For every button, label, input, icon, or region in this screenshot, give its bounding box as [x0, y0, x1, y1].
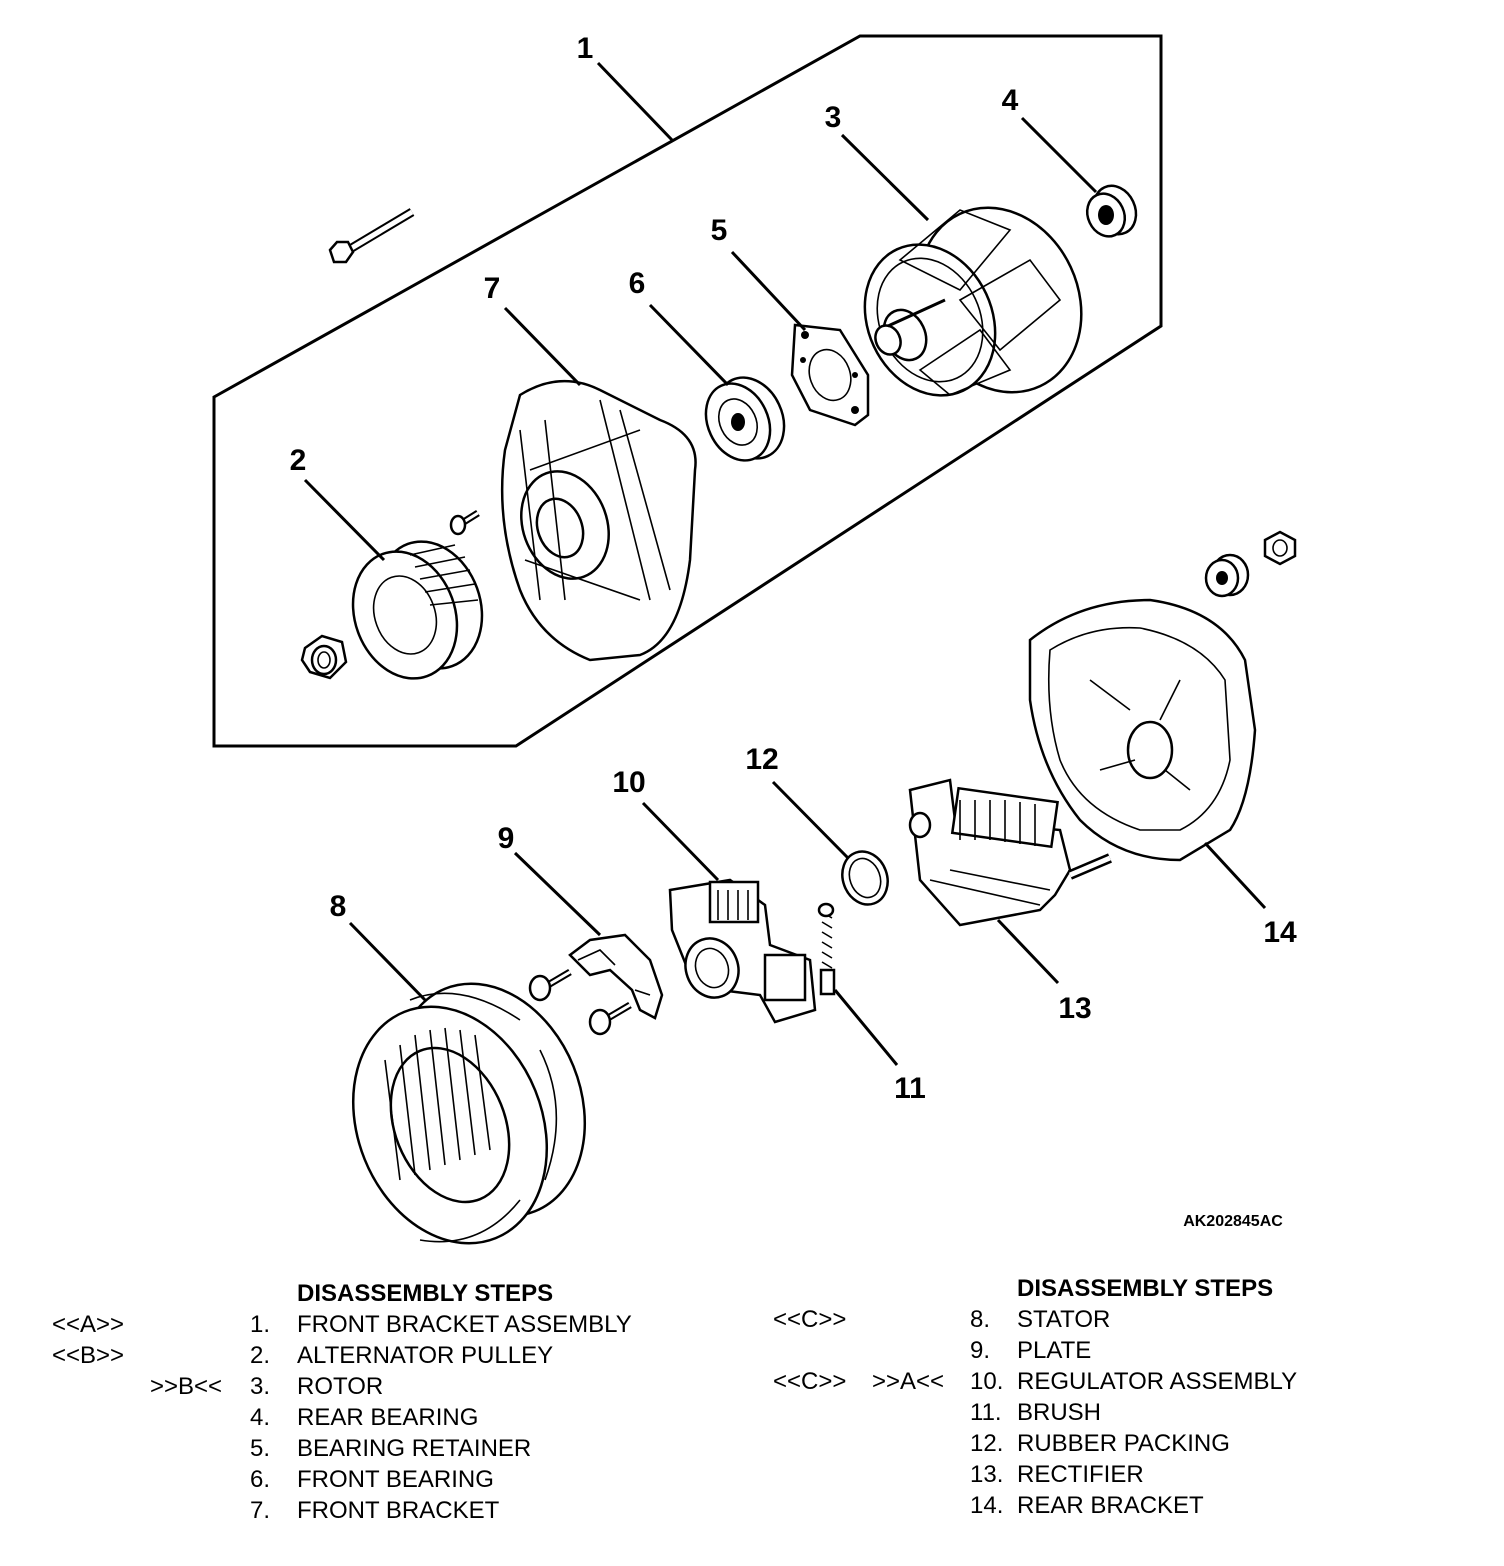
- rear-bracket-bushing: [1204, 553, 1250, 598]
- step-row: <<B>> 2. ALTERNATOR PULLEY: [0, 1342, 1504, 1373]
- callout-2: 2: [290, 444, 307, 477]
- plate-screw-upper: [528, 968, 572, 1002]
- plate-screw-lower: [588, 1001, 632, 1036]
- callout-5: 5: [711, 214, 728, 247]
- pulley-nut: [300, 634, 348, 680]
- step-row: <<C>> 8. STATOR: [0, 1306, 1504, 1337]
- callout-7: 7: [484, 272, 501, 305]
- rubber-packing-part: [841, 850, 889, 906]
- step-label: ALTERNATOR PULLEY: [297, 1342, 554, 1369]
- step-label: REAR BRACKET: [1017, 1492, 1204, 1519]
- callout-4: 4: [1002, 84, 1019, 117]
- callout-1: 1: [577, 32, 594, 65]
- rectifier-part: [908, 778, 1112, 927]
- step-label: BRUSH: [1017, 1399, 1102, 1426]
- step-label: REGULATOR ASSEMBLY: [1017, 1368, 1298, 1395]
- step-tag-primary: <<C>>: [773, 1306, 847, 1333]
- step-number: 11.: [970, 1399, 1002, 1426]
- step-label: BEARING RETAINER: [297, 1435, 532, 1462]
- callout-10: 10: [612, 766, 645, 799]
- step-number: 9.: [970, 1337, 991, 1364]
- step-number: 3.: [250, 1373, 271, 1400]
- step-label: FRONT BRACKET ASSEMBLY: [297, 1311, 632, 1338]
- step-row: 11. BRUSH: [0, 1399, 1504, 1430]
- callout-13: 13: [1058, 992, 1091, 1025]
- rotor-part: [863, 206, 1083, 397]
- front-bracket-part: [500, 379, 697, 662]
- step-tag-primary: <<C>>: [773, 1368, 847, 1395]
- step-number: 10.: [970, 1368, 1004, 1395]
- step-row: 9. PLATE: [0, 1337, 1504, 1368]
- step-number: 2.: [250, 1342, 271, 1369]
- step-number: 14.: [970, 1492, 1004, 1519]
- step-number: 8.: [970, 1306, 991, 1333]
- step-row: 14. REAR BRACKET: [0, 1492, 1504, 1523]
- rear-bracket-nut: [1263, 530, 1297, 566]
- brush-part: [817, 902, 836, 996]
- step-row: 12. RUBBER PACKING: [0, 1430, 1504, 1461]
- step-label: STATOR: [1017, 1306, 1111, 1333]
- step-number: 12.: [970, 1430, 1004, 1457]
- callout-8: 8: [330, 890, 347, 923]
- step-label: RECTIFIER: [1017, 1461, 1144, 1488]
- step-row: >>B<< 3. ROTOR: [0, 1373, 1504, 1404]
- step-number: 7.: [250, 1497, 271, 1524]
- step-label: PLATE: [1017, 1337, 1092, 1364]
- plate-part: [568, 933, 664, 1020]
- regulator-assembly-part: [668, 878, 817, 1024]
- callout-9: 9: [498, 822, 515, 855]
- callout-6: 6: [629, 267, 646, 300]
- step-label: FRONT BRACKET: [297, 1497, 500, 1524]
- front-bearing-part: [704, 376, 786, 462]
- step-number: 6.: [250, 1466, 271, 1493]
- step-label: ROTOR: [297, 1373, 384, 1400]
- leader-lines: [303, 61, 1267, 1066]
- through-bolt: [328, 208, 415, 264]
- step-tag-secondary: >>A<<: [872, 1368, 945, 1395]
- step-tag-primary: <<B>>: [52, 1342, 125, 1369]
- callout-14: 14: [1263, 916, 1297, 949]
- alternator-pulley-part: [351, 540, 484, 680]
- step-row: 13. RECTIFIER: [0, 1461, 1504, 1492]
- step-tag-secondary: >>B<<: [150, 1373, 223, 1400]
- step-row: 5. BEARING RETAINER: [0, 1435, 1504, 1466]
- step-number: 1.: [250, 1311, 271, 1338]
- step-number: 13.: [970, 1461, 1004, 1488]
- callout-11: 11: [894, 1072, 926, 1105]
- step-label: FRONT BEARING: [297, 1466, 494, 1493]
- stator-part: [351, 982, 587, 1245]
- figure-code: AK202845AC: [1183, 1213, 1283, 1230]
- rear-bearing-part: [1085, 184, 1138, 238]
- step-row: 6. FRONT BEARING: [0, 1466, 1504, 1497]
- front-bracket-assembly-outline: [212, 34, 1163, 748]
- left-steps-heading: DISASSEMBLY STEPS: [297, 1280, 554, 1307]
- step-tag-primary: <<A>>: [52, 1311, 125, 1338]
- bearing-retainer-part: [790, 323, 870, 427]
- step-label: RUBBER PACKING: [1017, 1430, 1230, 1457]
- right-steps-heading: DISASSEMBLY STEPS: [1017, 1275, 1274, 1302]
- step-row: <<C>> >>A<< 10. REGULATOR ASSEMBLY: [0, 1368, 1504, 1399]
- step-row: <<A>> 1. FRONT BRACKET ASSEMBLY: [0, 1311, 1504, 1342]
- step-number: 5.: [250, 1435, 271, 1462]
- rear-bracket-part: [1028, 598, 1257, 862]
- step-row: 4. REAR BEARING: [0, 1404, 1504, 1435]
- callout-3: 3: [825, 101, 842, 134]
- step-number: 4.: [250, 1404, 271, 1431]
- step-label: REAR BEARING: [297, 1404, 479, 1431]
- bracket-screw: [449, 510, 480, 536]
- callout-12: 12: [745, 743, 778, 776]
- step-row: 7. FRONT BRACKET: [0, 1497, 1504, 1528]
